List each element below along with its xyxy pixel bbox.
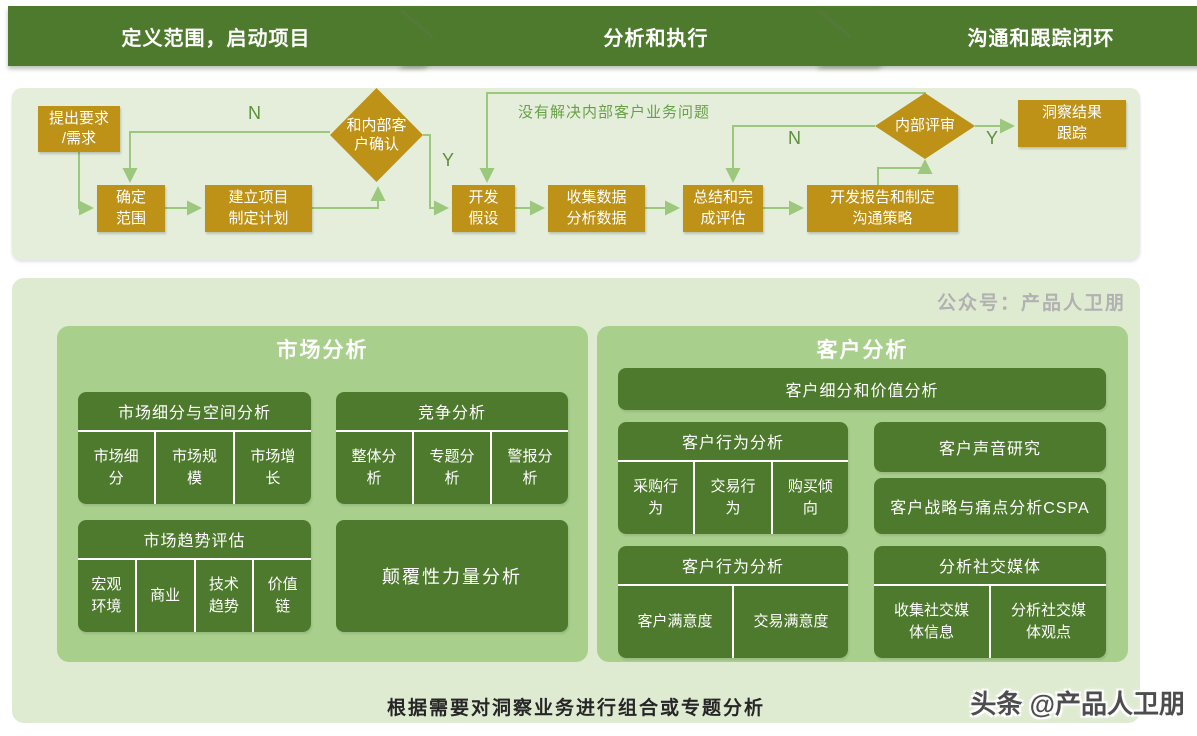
- value-chain-cell: 价值 链: [254, 560, 311, 632]
- watermark-text: 公众号：产品人卫朋: [936, 293, 1126, 314]
- flow-node-develop-report: 开发报告和制定 沟通策略: [807, 185, 958, 232]
- stage-chevron-analyze-execute: 分析和执行: [398, 6, 842, 66]
- branch-label-n2: N: [788, 128, 801, 148]
- macro-environment-cell: 宏观 环境: [78, 560, 135, 632]
- flow-node-summarize-evaluate: 总结和完 成评估: [683, 185, 763, 232]
- analyze-social-media-cell: 分析社交媒 体观点: [991, 586, 1106, 658]
- alert-analysis-cell: 警报分 析: [492, 432, 568, 504]
- flow-node-define-scope: 确定 范围: [97, 185, 165, 232]
- branch-label-y2: Y: [986, 128, 999, 148]
- disruptive-forces-block: 颠覆性力量分析: [336, 520, 568, 632]
- customer-behavior-header-2: 客户行为分析: [618, 546, 848, 584]
- analysis-panel: 公众号：产品人卫朋 市场分析 市场细分与空间分析 市场细 分 市场规 模 市场增…: [12, 278, 1140, 723]
- flow-node-raise-request: 提出要求 /需求: [38, 106, 120, 152]
- stage-chevron-define-scope-shape: 定义范围，启动项目: [8, 6, 460, 66]
- stage-chevron-communicate-track-shape: 沟通和跟踪闭环: [816, 6, 1197, 66]
- stage-chevron-define-scope: 定义范围，启动项目: [8, 6, 424, 66]
- market-segmentation-header: 市场细分与空间分析: [78, 392, 311, 430]
- feedback-loop-label: 没有解决内部客户业务问题: [518, 104, 711, 121]
- byline-watermark: 头条 @产品人卫朋: [970, 689, 1185, 719]
- stage-chevron-communicate-track: 沟通和跟踪闭环: [816, 6, 1194, 66]
- customer-satisfaction-cell: 客户满意度: [618, 586, 732, 658]
- social-media-block: 分析社交媒体 收集社交媒 体信息 分析社交媒 体观点: [874, 546, 1106, 658]
- social-media-header: 分析社交媒体: [874, 546, 1106, 584]
- customer-strategy-cspa-bar: 客户战略与痛点分析CSPA: [874, 478, 1106, 534]
- competition-analysis-block: 竞争分析 整体分 析 专题分 析 警报分 析: [336, 392, 568, 504]
- flow-node-setup-project: 建立项目 制定计划: [205, 185, 312, 232]
- market-trend-header: 市场趋势评估: [78, 520, 311, 558]
- market-segmentation-block: 市场细分与空间分析 市场细 分 市场规 模 市场增 长: [78, 392, 311, 504]
- market-segmentation-cell: 市场细 分: [78, 432, 155, 504]
- flow-node-insight-tracking: 洞察结果 跟踪: [1018, 100, 1126, 147]
- competition-analysis-header: 竞争分析: [336, 392, 568, 430]
- topic-analysis-cell: 专题分 析: [414, 432, 490, 504]
- flow-node-collect-analyze-data: 收集数据 分析数据: [548, 185, 645, 232]
- collect-social-media-cell: 收集社交媒 体信息: [874, 586, 989, 658]
- transaction-satisfaction-cell: 交易满意度: [734, 586, 848, 658]
- customer-analysis-panel: 客户分析 客户细分和价值分析 客户行为分析 采购行 为 交易行 为 购买倾 向 …: [597, 326, 1128, 662]
- market-analysis-panel: 市场分析 市场细分与空间分析 市场细 分 市场规 模 市场增 长 竞争分析 整体…: [57, 326, 588, 662]
- branch-label-n1: N: [248, 103, 261, 123]
- customer-behavior-header-1: 客户行为分析: [618, 422, 848, 460]
- business-cell: 商业: [136, 560, 194, 632]
- purchase-behavior-cell: 采购行 为: [618, 462, 694, 534]
- market-analysis-title: 市场分析: [276, 339, 369, 362]
- customer-behavior-block-1: 客户行为分析 采购行 为 交易行 为 购买倾 向: [618, 422, 848, 534]
- market-trend-block: 市场趋势评估 宏观 环境 商业 技术 趋势 价值 链: [78, 520, 311, 632]
- tech-trend-cell: 技术 趋势: [195, 560, 253, 632]
- footer-note: 根据需要对洞察业务进行组合或专题分析: [386, 698, 765, 719]
- transaction-behavior-cell: 交易行 为: [695, 462, 771, 534]
- overall-analysis-cell: 整体分 析: [336, 432, 412, 504]
- customer-analysis-title: 客户分析: [816, 339, 909, 362]
- flow-node-develop-hypothesis: 开发 假设: [452, 185, 515, 232]
- branch-label-y1: Y: [442, 150, 455, 170]
- market-size-cell: 市场规 模: [156, 432, 233, 504]
- customer-behavior-block-2: 客户行为分析 客户满意度 交易满意度: [618, 546, 848, 658]
- market-growth-cell: 市场增 长: [234, 432, 311, 504]
- buying-propensity-cell: 购买倾 向: [772, 462, 848, 534]
- customer-segmentation-value-bar: 客户细分和价值分析: [618, 368, 1106, 410]
- customer-voice-bar: 客户声音研究: [874, 422, 1106, 472]
